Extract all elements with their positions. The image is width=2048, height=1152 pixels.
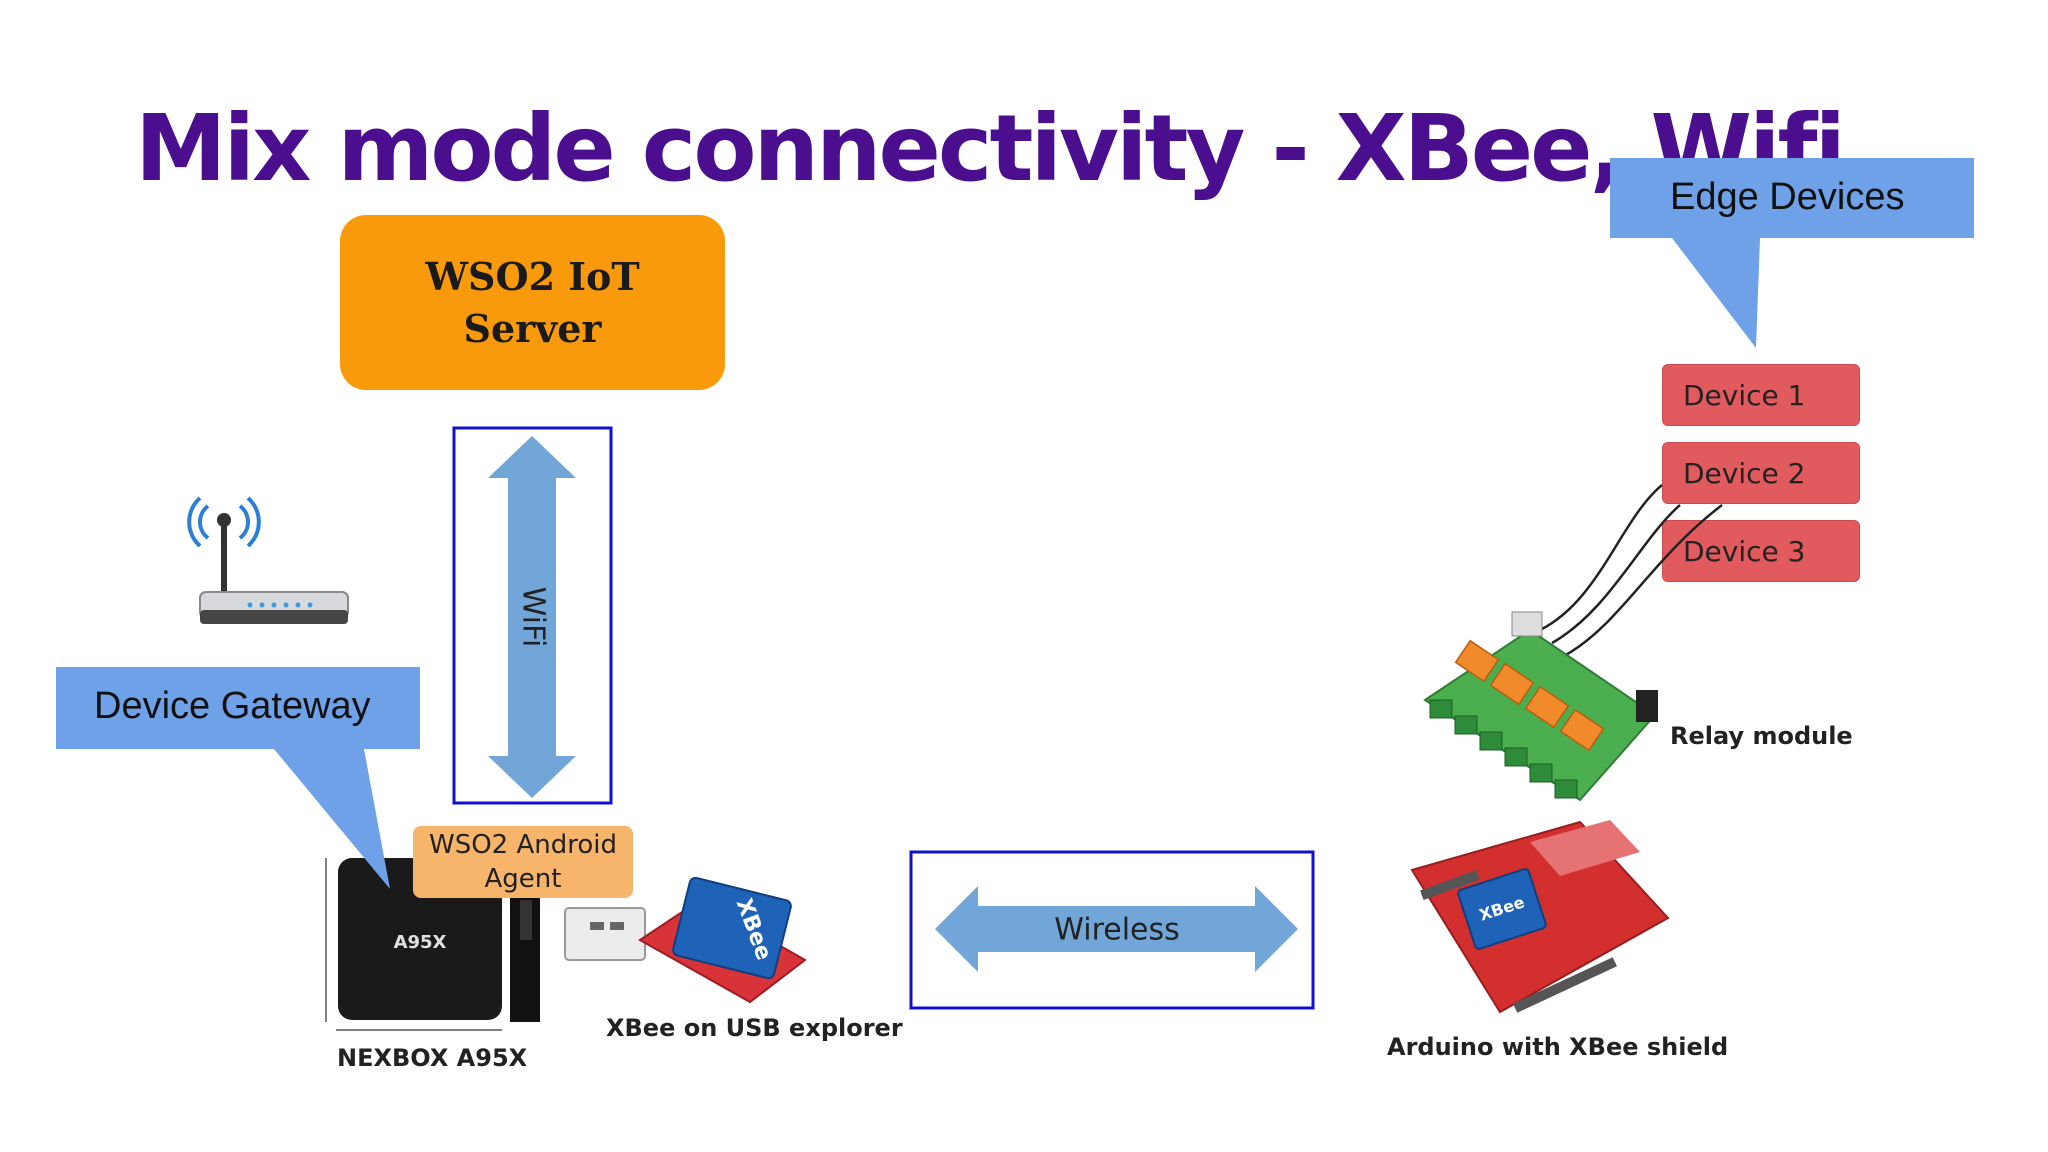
relay-module-caption: Relay module: [1670, 722, 1853, 750]
wireless-label: Wireless: [1054, 913, 1180, 948]
device-gateway-label: Device Gateway: [94, 685, 371, 727]
nexbox-caption: NEXBOX A95X: [337, 1044, 528, 1072]
relay-wires: [1539, 484, 1723, 658]
arduino-xbee-image: XBee: [1410, 820, 1670, 1014]
wireless-double-arrow: [935, 886, 1298, 972]
android-agent-label: WSO2 Android Agent: [428, 830, 617, 894]
wifi-double-arrow: [488, 436, 576, 798]
arduino-caption: Arduino with XBee shield: [1387, 1033, 1729, 1061]
android-agent-box: WSO2 Android Agent: [413, 826, 633, 898]
device-2-box: Device 2: [1662, 442, 1860, 504]
xbee-usb-explorer-image: XBee: [564, 876, 807, 1004]
device-gateway-callout: Device Gateway: [56, 667, 422, 897]
device-1-box: Device 1: [1662, 364, 1860, 426]
page-title: Mix mode connectivity - XBee, Wifi: [135, 95, 1846, 202]
nexbox-device-image: A95X: [325, 858, 540, 1031]
xbee-usb-caption: XBee on USB explorer: [606, 1014, 903, 1042]
device-gateway-callout-shape: [56, 667, 420, 889]
wifi-label: WiFi: [516, 587, 551, 648]
wireless-link-frame: [909, 850, 1315, 1010]
edge-devices-label: Edge Devices: [1670, 176, 1905, 218]
device-3-box: Device 3: [1662, 520, 1860, 582]
nexbox-brand-label: A95X: [394, 932, 447, 953]
device-3-label: Device 3: [1683, 534, 1806, 568]
router-icon: [187, 496, 349, 624]
device-1-label: Device 1: [1683, 378, 1806, 412]
edge-devices-callout: Edge Devices: [1610, 158, 1974, 478]
iot-server-box: WSO2 IoT Server: [340, 215, 725, 390]
device-2-label: Device 2: [1683, 456, 1806, 490]
wifi-link-frame: [452, 426, 613, 805]
relay-module-image: [1423, 611, 1658, 802]
iot-server-label: WSO2 IoT Server: [425, 253, 640, 351]
edge-devices-callout-shape: [1610, 158, 1974, 348]
